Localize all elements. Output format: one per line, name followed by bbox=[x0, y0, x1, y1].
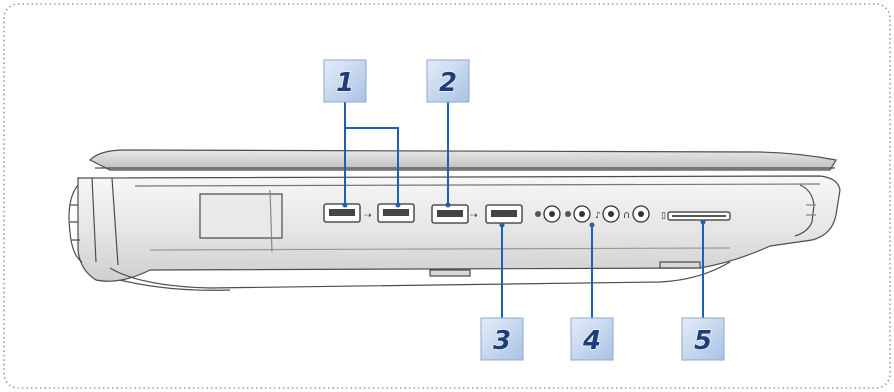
audio-jacks: ♪ ∩ bbox=[535, 205, 650, 223]
leader-dots bbox=[342, 202, 706, 228]
usb-port-single: ⇢ bbox=[431, 204, 478, 224]
callout-5: 5 bbox=[681, 317, 725, 361]
laptop-lid bbox=[88, 149, 837, 171]
line-in-icon bbox=[565, 211, 571, 217]
callout-1: 1 bbox=[323, 59, 367, 103]
laptop-body bbox=[68, 149, 841, 291]
callout-3: 3 bbox=[480, 317, 524, 361]
usb-ports-pair: ⇢ bbox=[323, 203, 415, 223]
callout-3-label: 3 bbox=[493, 326, 511, 356]
usb-port-second bbox=[485, 204, 523, 224]
mic-icon bbox=[535, 211, 541, 217]
card-reader: ▯ bbox=[661, 211, 731, 221]
headphone-icon: ∩ bbox=[623, 210, 630, 221]
usb-icon: ⇢ bbox=[364, 211, 372, 221]
usb-icon: ⇢ bbox=[470, 211, 478, 221]
leader-lines bbox=[344, 100, 704, 320]
card-reader-icon: ▯ bbox=[661, 211, 666, 221]
callout-4-label: 4 bbox=[582, 326, 601, 356]
callout-1-label: 1 bbox=[336, 68, 354, 98]
callout-2: 2 bbox=[426, 59, 470, 103]
callout-4: 4 bbox=[570, 317, 614, 361]
callout-5-label: 5 bbox=[694, 326, 712, 356]
laptop-chassis bbox=[77, 175, 841, 282]
callout-2-label: 2 bbox=[439, 68, 457, 98]
dotted-border bbox=[3, 3, 891, 389]
spdif-icon: ♪ bbox=[595, 211, 601, 221]
